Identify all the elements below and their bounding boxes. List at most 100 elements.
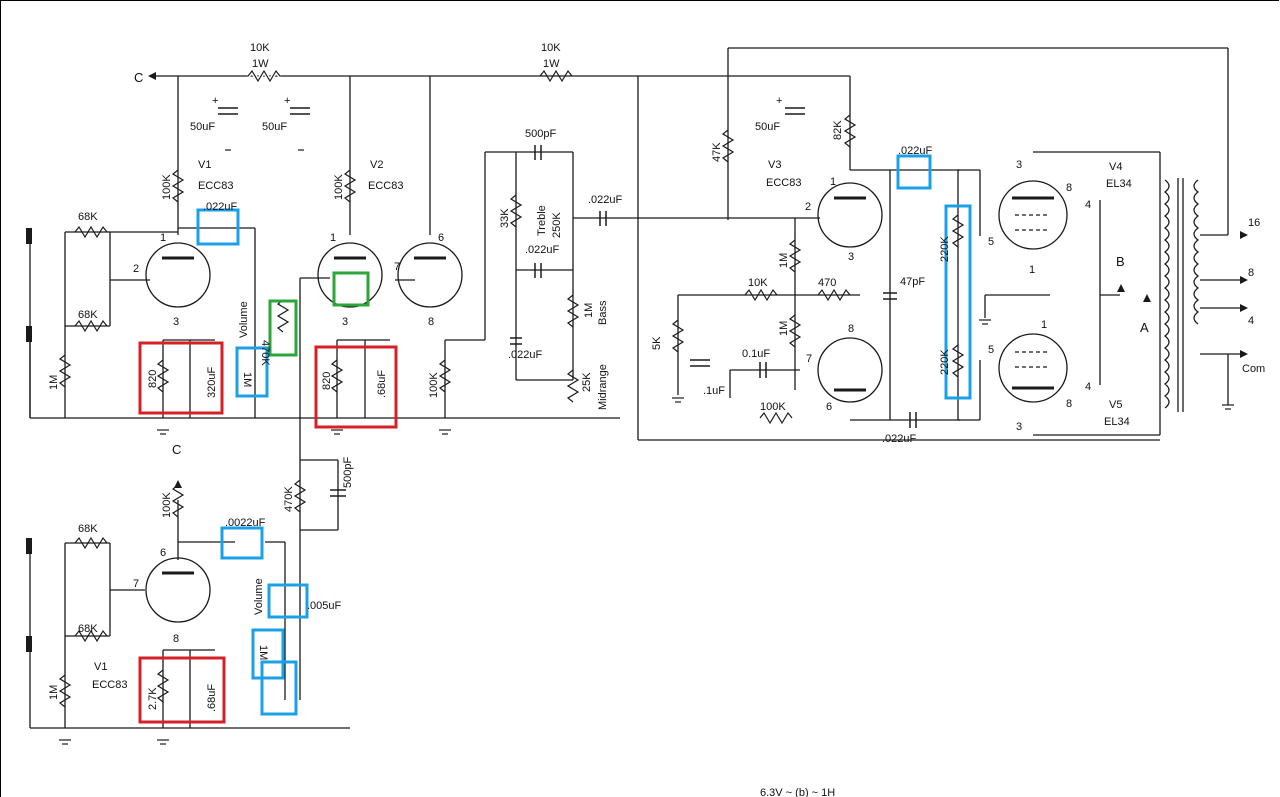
pin-label: 3	[173, 316, 179, 328]
label-bottom-cutoff: 6.3V ~ (b) ~ 1H	[760, 787, 835, 797]
pin-label: 8	[428, 316, 434, 328]
highlight-470k-resistor	[268, 299, 298, 357]
label-out-8: 8	[1248, 267, 1254, 279]
label-v1-bottom: V1	[94, 661, 107, 673]
label-320uf: 320uF	[206, 367, 218, 398]
pin-label: 8	[848, 323, 854, 335]
label-68k-b: 68K	[78, 309, 98, 321]
label-68k-d: 68K	[78, 623, 98, 635]
label-v5: V5	[1109, 399, 1122, 411]
pin-label: 6	[438, 232, 444, 244]
capacitors	[218, 107, 917, 497]
tube-v5	[998, 333, 1068, 403]
pin-label: 3	[342, 316, 348, 328]
label-82k: 82K	[832, 120, 844, 140]
highlight-cathode-v1	[138, 341, 224, 415]
label-022uf-b: .022uF	[525, 244, 560, 256]
label-100k-b: 100K	[333, 174, 345, 200]
label-ecc83-v2: ECC83	[368, 180, 403, 192]
output-arrows	[148, 72, 1248, 488]
pin-label: 5	[988, 344, 994, 356]
pin-label: 3	[848, 251, 854, 263]
label-1m-vol-a: 1M	[241, 372, 253, 387]
label-ecc83-v1-bottom: ECC83	[92, 679, 127, 691]
label-33k: 33K	[499, 208, 511, 228]
label-volume-b: Volume	[253, 578, 265, 615]
pin-label: 6	[826, 401, 832, 413]
label-1m-pi-b: 1M	[778, 321, 790, 336]
label-100k-a: 100K	[161, 174, 173, 200]
pin-label: 1	[1041, 319, 1047, 331]
label-820-a: 820	[147, 370, 159, 388]
label-47pf: 47pF	[900, 276, 925, 288]
label-022uf-a: .022uF	[203, 201, 238, 213]
label-v1-top: V1	[198, 159, 211, 171]
input-jack-2[interactable]	[26, 326, 32, 342]
arrow-icon	[1240, 276, 1248, 284]
input-jack-3[interactable]	[26, 538, 32, 554]
label-022uf-c: .022uF	[588, 194, 623, 206]
pin-label: 7	[133, 578, 139, 590]
label-220k-b: 220K	[939, 349, 951, 375]
label-node-b: B	[1116, 254, 1125, 269]
highlight-boxes	[138, 154, 972, 724]
label-500pf-a: 500pF	[342, 457, 354, 488]
arrow-icon	[1117, 284, 1125, 292]
label-100k-d: 100K	[428, 372, 440, 398]
label-68k-a: 68K	[78, 211, 98, 223]
label-022uf-d: .022uF	[508, 349, 543, 361]
pin-label: 5	[988, 236, 994, 248]
label-01uf: 0.1uF	[742, 348, 770, 360]
label-68uf-a: .68uF	[376, 370, 388, 398]
label-plus-a: +	[212, 95, 218, 107]
pin-label: 1	[830, 176, 836, 188]
label-out-4: 4	[1248, 315, 1254, 327]
label-27k: 2.7K	[147, 687, 159, 710]
label-plus-c: +	[776, 95, 782, 107]
label-68k-c: 68K	[78, 523, 98, 535]
tube-v1-top	[145, 242, 211, 308]
arrow-icon	[1240, 304, 1248, 312]
label-el34-v5: EL34	[1104, 416, 1130, 428]
text-labels: C C 10K 1W 10K 1W 50uF 50uF 50uF + + + V…	[48, 42, 1265, 797]
label-c-mid: C	[172, 442, 181, 457]
label-100k-c: 100K	[161, 492, 173, 518]
pin-label: 3	[1016, 421, 1022, 433]
label-1m-a: 1M	[48, 375, 60, 390]
highlight-volume-pot-b	[251, 628, 285, 680]
label-plus-b: +	[284, 95, 290, 107]
pin-label: 3	[1016, 159, 1022, 171]
label-500pf-b: 500pF	[525, 128, 556, 140]
pin-label: 1	[330, 232, 336, 244]
label-100k-e: 100K	[760, 401, 786, 413]
label-470k-b: 470K	[259, 340, 271, 366]
highlight-cap-005	[267, 583, 309, 619]
input-jack-1[interactable]	[26, 228, 32, 244]
pin-label: 1	[1029, 264, 1035, 276]
label-1uf: .1uF	[703, 385, 725, 397]
highlight-cathode-v2	[314, 345, 398, 429]
arrow-icon	[1240, 350, 1248, 358]
pin-label: 4	[1085, 381, 1091, 393]
tube-v2-right	[397, 242, 463, 308]
input-jack-4[interactable]	[26, 636, 32, 652]
label-470k-a: 470K	[283, 486, 295, 512]
label-470: 470	[818, 277, 836, 289]
highlight-volume-wiper-b	[260, 660, 298, 716]
label-c-top: C	[134, 70, 143, 85]
arrow-icon	[148, 72, 156, 80]
arrow-icon	[1240, 231, 1248, 239]
label-50uf-a: 50uF	[190, 121, 215, 133]
pin-label: 7	[806, 353, 812, 365]
label-node-a: A	[1140, 320, 1149, 335]
label-midrange: Midrange	[597, 364, 609, 410]
label-25k: 25K	[581, 372, 593, 392]
tubes	[145, 180, 1068, 623]
label-022uf-f: .022uF	[882, 433, 917, 445]
label-1m-b: 1M	[48, 685, 60, 700]
label-1w-b: 1W	[543, 58, 560, 70]
label-ecc83-v3: ECC83	[766, 177, 801, 189]
ground-symbols	[59, 149, 1234, 745]
